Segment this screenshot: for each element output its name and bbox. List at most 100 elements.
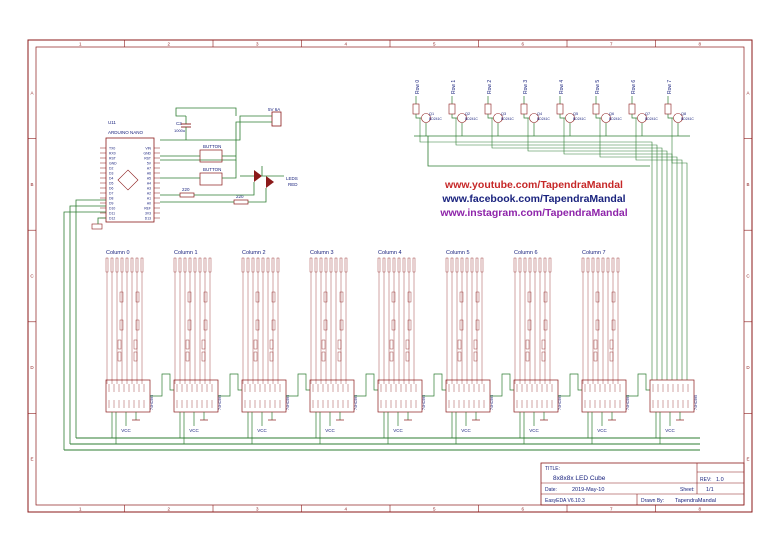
header-pin: [344, 257, 348, 273]
nano-pin-left: D4: [109, 177, 113, 181]
chip-name: 74HC595: [490, 395, 494, 410]
column-resistor: [133, 351, 138, 362]
header-pin: [616, 257, 620, 273]
column-resistor: [389, 351, 394, 362]
nano-pin-right: A0: [147, 202, 151, 206]
vcc-label: VCC: [121, 428, 131, 433]
frame-col-label: 4: [344, 42, 347, 47]
column-resistor: [609, 351, 614, 362]
header-pin: [271, 257, 275, 273]
column-resistor: [253, 339, 258, 350]
data-chain-wire: [354, 373, 378, 397]
row-label: Row 5: [595, 80, 601, 94]
header-pin: [178, 257, 182, 273]
arduino-name: ARDUINO NANO: [108, 130, 144, 135]
column-resistor: [271, 291, 276, 303]
nano-pin-left: D11: [109, 212, 115, 216]
header-pin: [591, 257, 595, 273]
header-pin: [611, 257, 615, 273]
row-resistor: [556, 103, 564, 115]
frame-col-label: 8: [698, 507, 701, 512]
column-resistor: [527, 291, 532, 303]
frame-col-label: 2: [167, 507, 170, 512]
frame-col-label: 8: [698, 42, 701, 47]
column-resistor: [541, 351, 546, 362]
shift-register-chip: [309, 379, 355, 413]
transistor-ref: Q7: [645, 112, 650, 116]
header-pin: [276, 257, 280, 273]
chip-name: 74HC595: [354, 395, 358, 410]
column-resistor: [135, 291, 140, 303]
nano-pin-left: D6: [109, 187, 113, 191]
nano-pin-right: VIN: [145, 147, 151, 151]
column-resistor: [133, 339, 138, 350]
drawn-by: TapendraMandal: [675, 498, 716, 504]
transistor-icon: [457, 113, 467, 123]
cap-value: 1000u: [174, 128, 185, 133]
column-resistor: [321, 351, 326, 362]
header-pin: [387, 257, 391, 273]
led-icon: [266, 176, 274, 188]
nano-pin-left: D5: [109, 182, 113, 186]
header-pin: [581, 257, 585, 273]
resistor2-value: 220: [236, 194, 244, 199]
data-chain-wire: [490, 373, 514, 397]
column-resistor: [339, 291, 344, 303]
column-resistor: [269, 351, 274, 362]
nano-pin-right: 3V3: [145, 212, 151, 216]
header-pin: [203, 257, 207, 273]
nano-pin-left: D7: [109, 192, 113, 196]
header-pin: [193, 257, 197, 273]
header-pin: [251, 257, 255, 273]
chip-name: 74HC595: [558, 395, 562, 410]
column-label: Column 2: [242, 250, 266, 256]
nano-pin-left: D2: [109, 167, 113, 171]
nano-pin-right: A5: [147, 177, 151, 181]
header-pin: [445, 257, 449, 273]
frame-col-label: 7: [610, 42, 613, 47]
row-drive-wire: [419, 118, 653, 380]
shift-register-chip: [445, 379, 491, 413]
nano-pin-right: A4: [147, 182, 151, 186]
arduino-body: [105, 137, 155, 223]
youtube-link[interactable]: www.youtube.com/TapendraMandal: [444, 179, 623, 191]
nano-pin-left: RST: [109, 157, 116, 161]
column-resistor: [337, 339, 342, 350]
instagram-link[interactable]: www.instagram.com/TapendraMandal: [439, 207, 627, 219]
column-label: Column 4: [378, 250, 402, 256]
shift-register-chip: [581, 379, 627, 413]
header-pin: [314, 257, 318, 273]
transistor-ref: Q2: [465, 112, 470, 116]
header-pin: [115, 257, 119, 273]
row-drive-wire: [599, 118, 678, 380]
transistor-icon: [421, 113, 431, 123]
column-resistor: [119, 319, 124, 331]
frame-col-label: 5: [433, 42, 436, 47]
transistor-ref: Q6: [609, 112, 614, 116]
column-resistor: [117, 351, 122, 362]
row-label: Row 3: [523, 80, 529, 94]
transistor-part: BD241C: [681, 117, 694, 121]
leds-color: RED: [288, 182, 298, 187]
header-pin: [397, 257, 401, 273]
header-pin: [110, 257, 114, 273]
facebook-link[interactable]: www.facebook.com/TapendraMandal: [441, 193, 625, 205]
column-resistor: [323, 291, 328, 303]
column-resistor: [391, 291, 396, 303]
column-resistor: [321, 339, 326, 350]
bus-wires: [64, 437, 700, 451]
header-pin: [402, 257, 406, 273]
frame-col-label: 7: [610, 507, 613, 512]
column-resistor: [595, 291, 600, 303]
column-resistor: [201, 351, 206, 362]
header-pin: [130, 257, 134, 273]
row-label: Row 2: [487, 80, 493, 94]
column-resistor: [323, 319, 328, 331]
header-pin: [513, 257, 517, 273]
column-resistor: [543, 291, 548, 303]
